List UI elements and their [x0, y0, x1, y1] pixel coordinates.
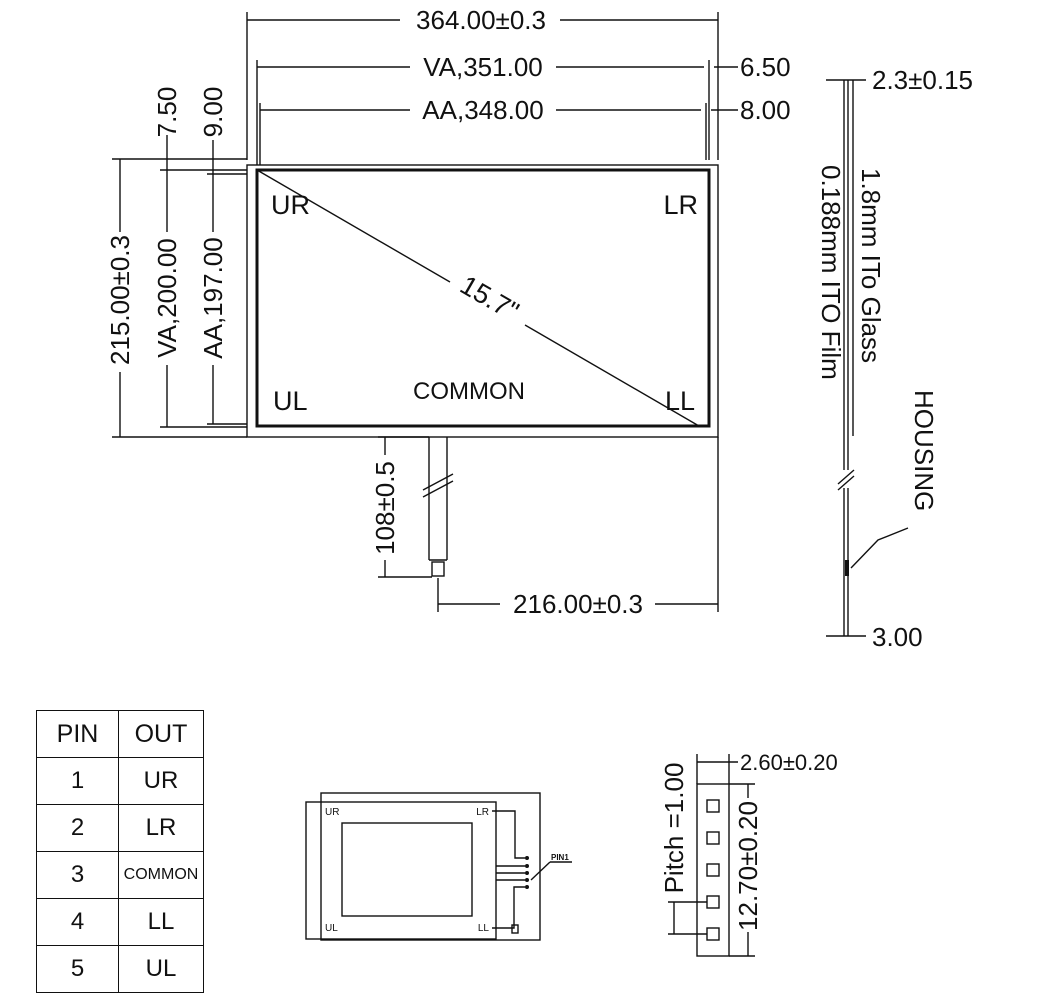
pin-output: LL: [118, 898, 204, 946]
pin-output: UL: [118, 945, 204, 993]
schematic-lr: LR: [476, 807, 489, 818]
glass-label: 1.8mm ITo Glass: [856, 168, 886, 363]
table-row: 2 LR: [36, 804, 204, 852]
schematic-active-area: [341, 822, 473, 917]
overall-height-dim: 215.00±0.3: [105, 235, 135, 365]
tail-break-mark-1: [422, 473, 454, 491]
aa-width-dim: AA,348.00: [422, 95, 543, 125]
pin-number: 3: [36, 851, 119, 899]
top-offset-va-dim: 7.50: [152, 87, 182, 138]
tail-length-dim: 108±0.5: [370, 461, 400, 555]
schematic-ll: LL: [478, 923, 490, 934]
corner-label-ll: LL: [665, 386, 695, 416]
front-view: 15.7" UR LR UL LL COMMON: [246, 164, 719, 577]
top-dimensions: 364.00±0.3 VA,351.00 6.50 AA,348.00 8.00: [246, 5, 791, 165]
pin-output: COMMON: [118, 851, 204, 899]
diagonal-line-lower: [524, 324, 700, 427]
housing-label: HOUSING: [909, 390, 939, 511]
side-view: 2.3±0.15 3.00 1.8mm ITo Glass 0.188mm IT…: [816, 65, 973, 652]
active-area-frame: [255, 168, 711, 428]
tail-dimensions: 108±0.5 216.00±0.3: [370, 436, 719, 619]
table-row: 3 COMMON: [36, 851, 204, 899]
va-width-dim: VA,351.00: [423, 52, 543, 82]
schematic-front-plate: [305, 801, 497, 940]
pin-number: 1: [36, 757, 119, 805]
pin-slot-4: [706, 895, 720, 909]
tail-connector: [431, 561, 445, 577]
diagonal-size-label: 15.7": [455, 270, 524, 327]
pitch-dim: Pitch =1.00: [659, 763, 689, 894]
housing-leader: [850, 527, 909, 569]
pin-column-header: PIN: [36, 710, 119, 758]
schematic-ul: UL: [325, 923, 338, 934]
pin-output: UR: [118, 757, 204, 805]
total-thickness-dim: 2.3±0.15: [872, 65, 973, 95]
pin1-label: PIN1: [551, 853, 569, 862]
panel-outline: [246, 164, 719, 438]
left-dimensions: 215.00±0.3 VA,200.00 7.50 AA,197.00 9.00: [105, 87, 247, 438]
pin-slot-2: [706, 831, 720, 845]
va-height-dim: VA,200.00: [152, 238, 182, 358]
corner-label-ur: UR: [271, 190, 310, 220]
table-row: 5 UL: [36, 945, 204, 993]
out-column-header: OUT: [118, 710, 204, 758]
pin-housing-width-dim: 2.60±0.20: [740, 750, 838, 775]
pin-slot-5: [706, 927, 720, 941]
schematic-back-plate: [320, 792, 541, 941]
right-offset-aa-dim: 8.00: [740, 95, 791, 125]
pin-slot-1: [706, 799, 720, 813]
schematic: UR LR UL LL PIN1: [305, 792, 572, 941]
diagonal-line-upper: [256, 169, 451, 283]
housing-block: [845, 560, 849, 576]
housing-thickness-dim: 3.00: [872, 622, 923, 652]
connector-detail: 2.60±0.20 12.70±0.20 Pitch =1.00: [659, 750, 838, 957]
common-label: COMMON: [413, 378, 525, 405]
pin-number: 2: [36, 804, 119, 852]
pin-output: LR: [118, 804, 204, 852]
film-label: 0.188mm ITO Film: [816, 165, 846, 380]
overall-width-dim: 364.00±0.3: [416, 5, 546, 35]
top-offset-aa-dim: 9.00: [198, 87, 228, 138]
corner-label-ul: UL: [273, 386, 308, 416]
tail-break-mark-2: [422, 480, 454, 498]
table-row: 1 UR: [36, 757, 204, 805]
corner-label-lr: LR: [663, 190, 698, 220]
table-row: 4 LL: [36, 898, 204, 946]
aa-height-dim: AA,197.00: [198, 237, 228, 358]
schematic-ur: UR: [325, 807, 339, 818]
tail-position-dim: 216.00±0.3: [513, 589, 643, 619]
pin-slot-3: [706, 863, 720, 877]
pin-table-header: PIN OUT: [36, 710, 204, 758]
connector-housing: [696, 783, 730, 957]
pin-number: 4: [36, 898, 119, 946]
pin-table: PIN OUT 1 UR 2 LR 3 COMMON 4 LL 5 UL: [36, 710, 204, 993]
pin-span-dim: 12.70±0.20: [733, 801, 763, 931]
right-offset-va-dim: 6.50: [740, 52, 791, 82]
pin-number: 5: [36, 945, 119, 993]
